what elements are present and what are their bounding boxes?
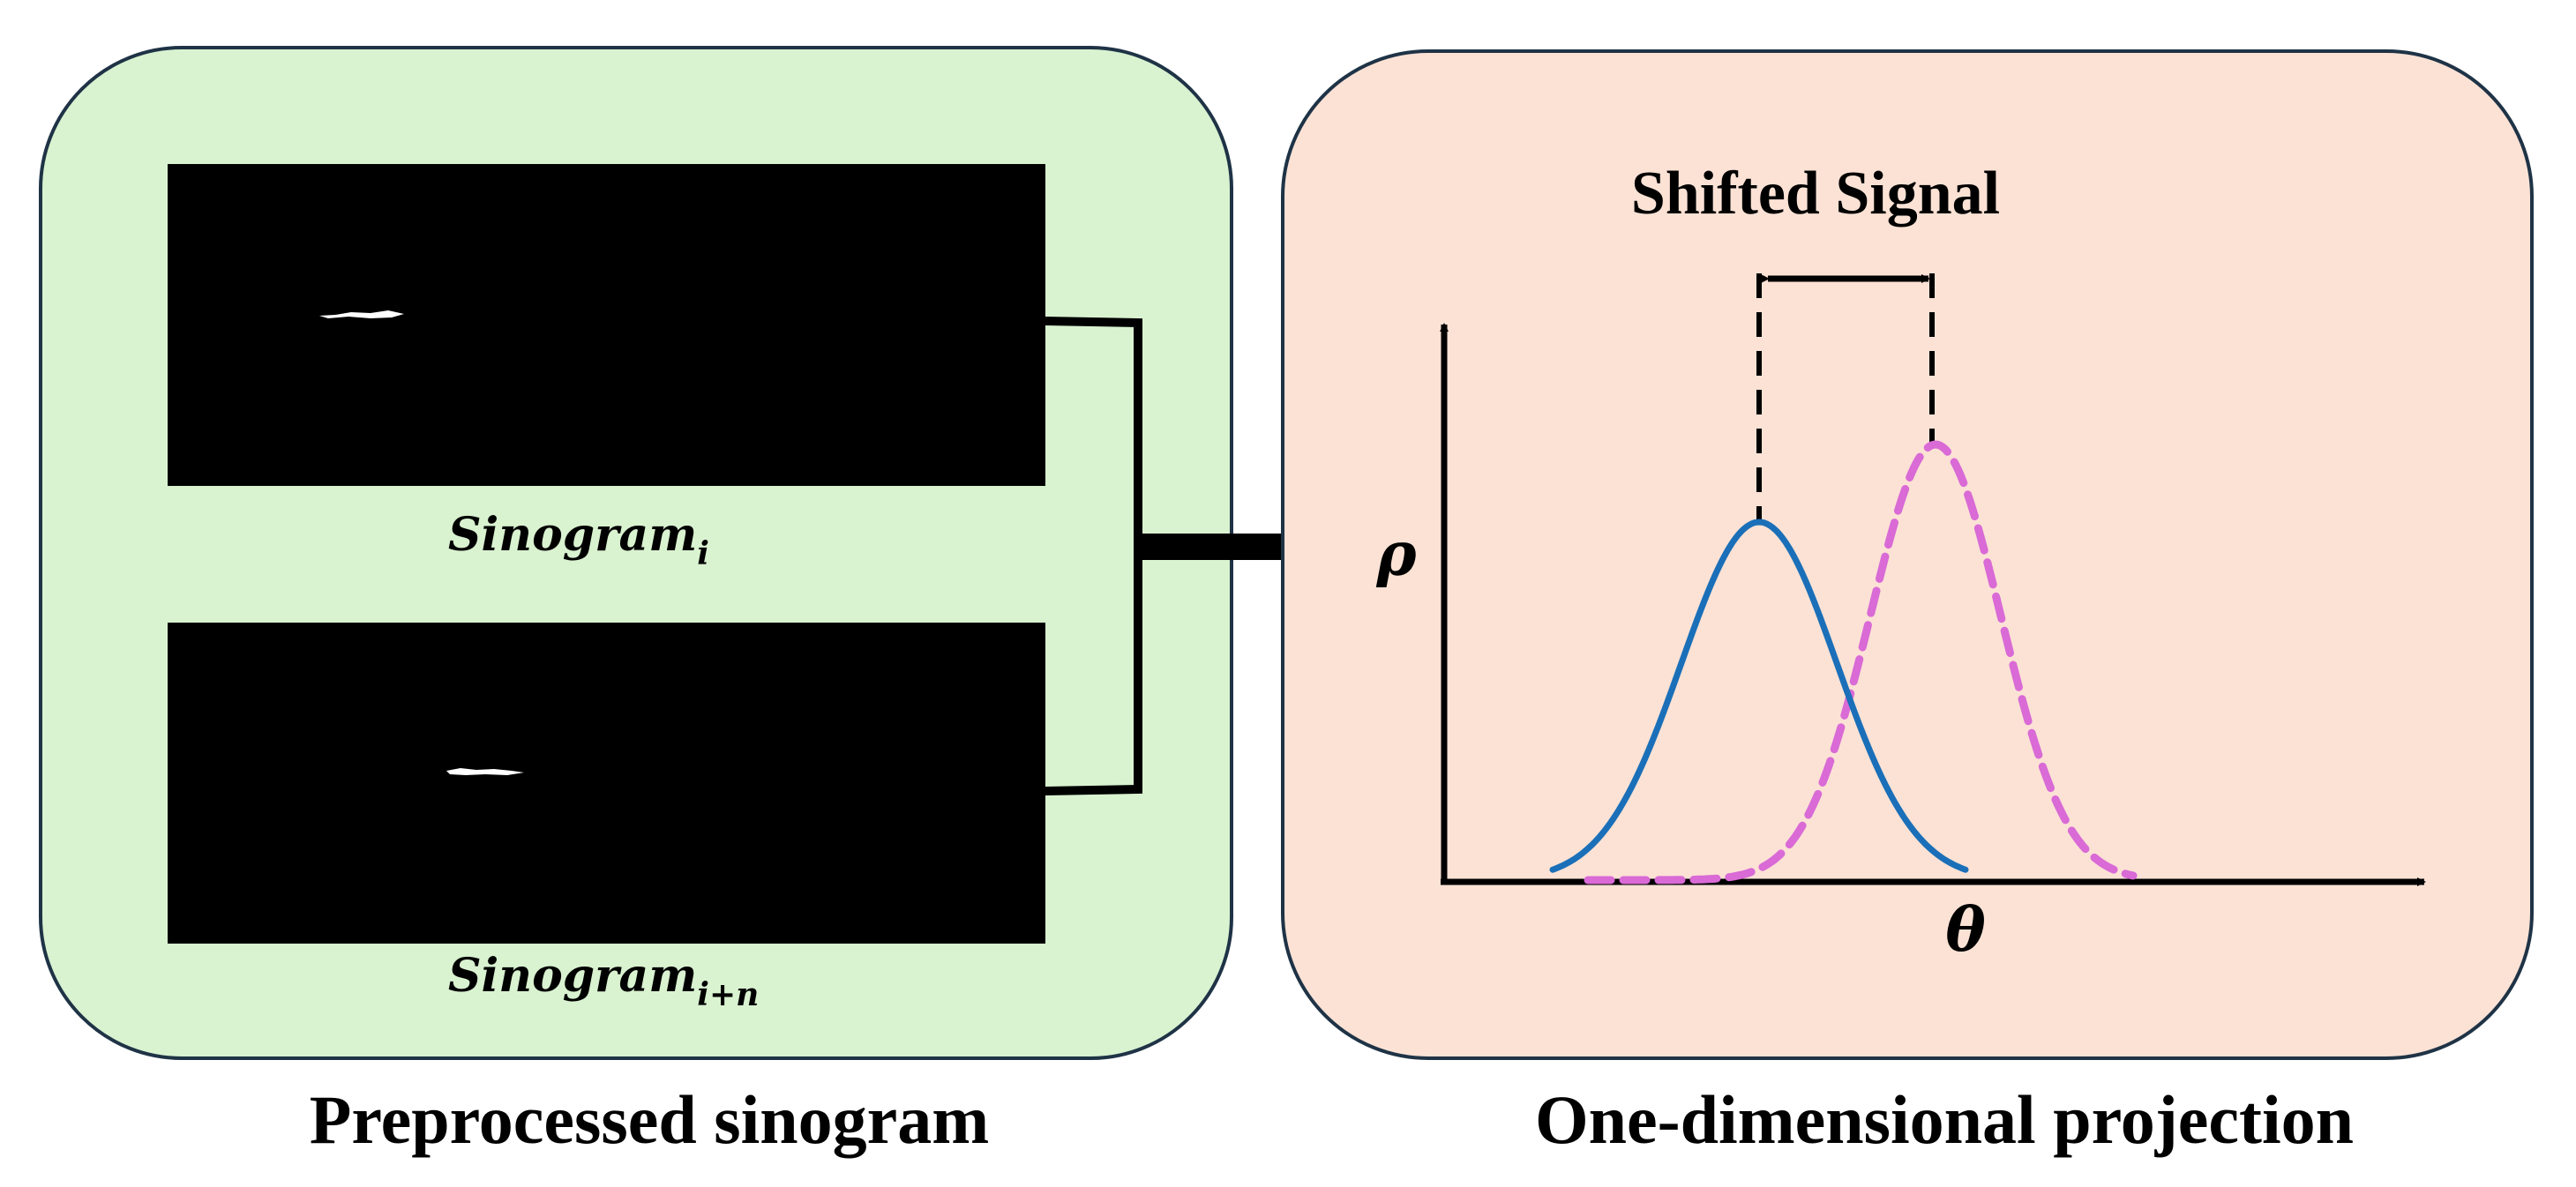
- sinogram-i-plus-n-trace: [446, 768, 524, 775]
- x-axis-label: θ: [1945, 895, 1986, 966]
- sinogram-i-plus-n-image: [168, 623, 1045, 944]
- y-axis-label: ρ: [1375, 519, 1417, 590]
- preprocessed-panel: Sinogrami Sinogrami+n: [39, 46, 1233, 1060]
- sinogram-i-image: [168, 164, 1045, 486]
- right-panel-caption: One-dimensional projection: [1535, 1081, 2354, 1158]
- left-panel-caption: Preprocessed sinogram: [310, 1081, 990, 1158]
- sinogram-i-label: Sinogrami: [448, 508, 709, 572]
- flow-arrow-shaft: [1138, 534, 1297, 560]
- shifted-signal-label: Shifted Signal: [1631, 160, 2000, 228]
- projection-panel: Shifted Signal ρ θ: [1281, 49, 2534, 1060]
- original-signal-curve: [1549, 519, 1969, 873]
- sinogram-i-trace: [319, 310, 404, 318]
- sinogram-i-plus-n-label: Sinogrami+n: [448, 949, 759, 1013]
- sinogram-i-plus-n-subscript: i+n: [697, 976, 759, 1013]
- right-panel-background: [1281, 49, 2534, 1060]
- shifted-signal-curve: [1584, 440, 2138, 885]
- sinogram-i-subscript: i: [697, 535, 709, 572]
